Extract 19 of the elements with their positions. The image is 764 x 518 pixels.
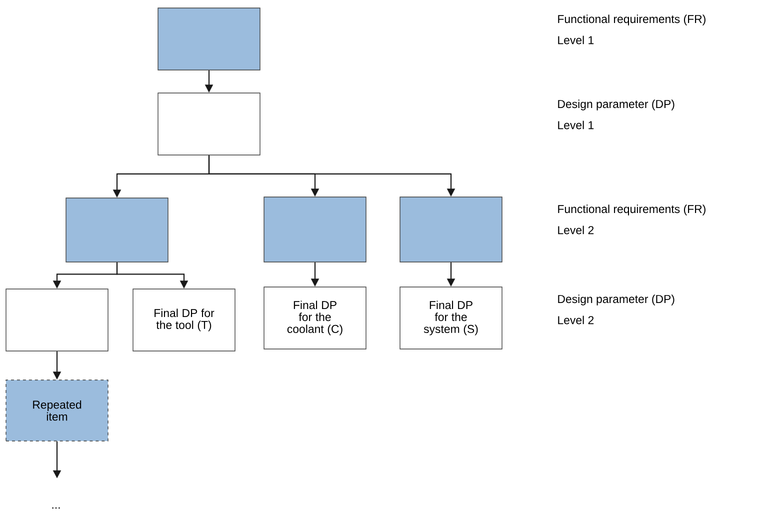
empty-box <box>158 8 260 70</box>
repeated-item-box: Repeated item <box>6 380 108 442</box>
level-label: Level 1 <box>558 36 594 44</box>
empty-box <box>400 196 502 262</box>
process-box: Final DP for the system (S) <box>400 286 502 350</box>
empty-box <box>264 196 366 262</box>
empty-box <box>158 92 260 156</box>
level-label: Functional requirements (FR) <box>558 14 706 26</box>
level-label: Design parameter (DP) <box>558 100 674 110</box>
empty-box <box>6 288 108 352</box>
level-label: Design parameter (DP) <box>558 294 674 306</box>
level-label: Functional requirements (FR) <box>558 204 706 216</box>
level-label: Level 2 <box>558 226 594 234</box>
process-box: Final DP for the tool (T) <box>132 288 236 352</box>
ellipsis: ... <box>52 507 60 509</box>
process-box: Final DP for the coolant (C) <box>264 286 366 350</box>
empty-box <box>66 198 168 262</box>
level-label: Level 1 <box>558 120 594 130</box>
level-label: Level 2 <box>558 316 594 324</box>
